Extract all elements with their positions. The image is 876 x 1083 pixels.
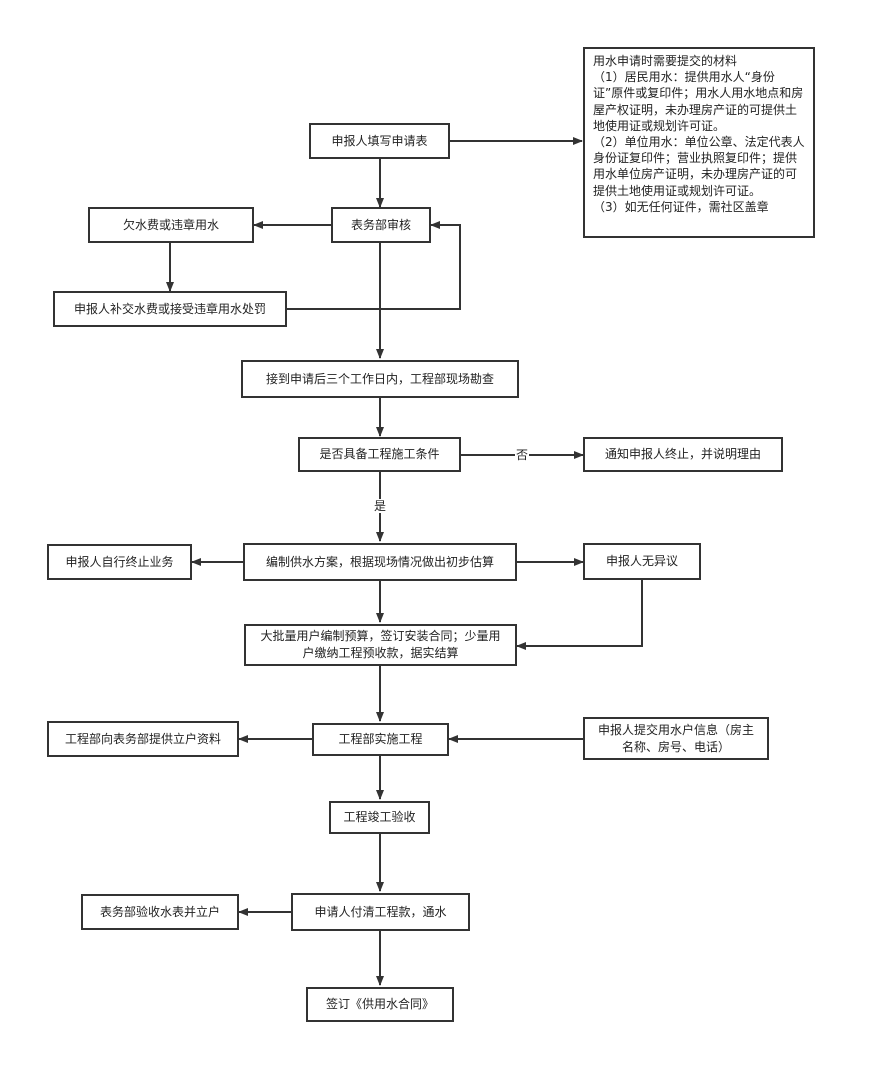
audit-box: 表务部审核: [331, 207, 431, 243]
materials-item-3: （3）如无任何证件，需社区盖章: [593, 199, 769, 214]
condition-box: 是否具备工程施工条件: [298, 437, 461, 472]
materials-note: 用水申请时需要提交的材料 （1）居民用水：提供用水人“身份证”原件或复印件；用水…: [583, 47, 815, 238]
meter-account-box: 表务部验收水表并立户: [81, 894, 239, 930]
pay-water-box: 申请人付清工程款，通水: [291, 893, 470, 931]
materials-title: 用水申请时需要提交的材料: [593, 54, 738, 68]
provide-info-box: 工程部向表务部提供立户资料: [47, 721, 239, 757]
sign-contract-box: 签订《供用水合同》: [306, 987, 454, 1022]
self-stop-box: 申报人自行终止业务: [47, 544, 192, 580]
fill-form-box: 申报人填写申请表: [309, 123, 450, 159]
materials-item-1: （1）居民用水：提供用水人“身份证”原件或复印件；用水人用水地点和房屋产权证明，…: [593, 70, 804, 133]
no-objection-box: 申报人无异议: [583, 543, 701, 580]
acceptance-box: 工程竣工验收: [329, 801, 430, 834]
budget-box: 大批量用户编制预算，签订安装合同；少量用户缴纳工程预收款，据实结算: [244, 624, 517, 666]
arrow-noobjection-to-budget: [516, 580, 643, 650]
implement-box: 工程部实施工程: [312, 723, 449, 756]
plan-box: 编制供水方案，根据现场情况做出初步估算: [243, 543, 517, 581]
materials-item-2: （2）单位用水：单位公章、法定代表人身份证复印件；营业执照复印件；提供用水单位房…: [593, 135, 805, 198]
arrow-pay-back-to-audit: [287, 221, 461, 310]
label-yes: 是: [373, 499, 388, 513]
notify-stop-box: 通知申报人终止，并说明理由: [583, 437, 783, 472]
survey-box: 接到申请后三个工作日内，工程部现场勘查: [241, 360, 519, 398]
pay-arrears-box: 申报人补交水费或接受违章用水处罚: [53, 291, 287, 327]
submit-info-box: 申报人提交用水户信息（房主名称、房号、电话）: [583, 717, 769, 760]
arrears-box: 欠水费或违章用水: [88, 207, 254, 243]
label-no: 否: [515, 448, 530, 462]
